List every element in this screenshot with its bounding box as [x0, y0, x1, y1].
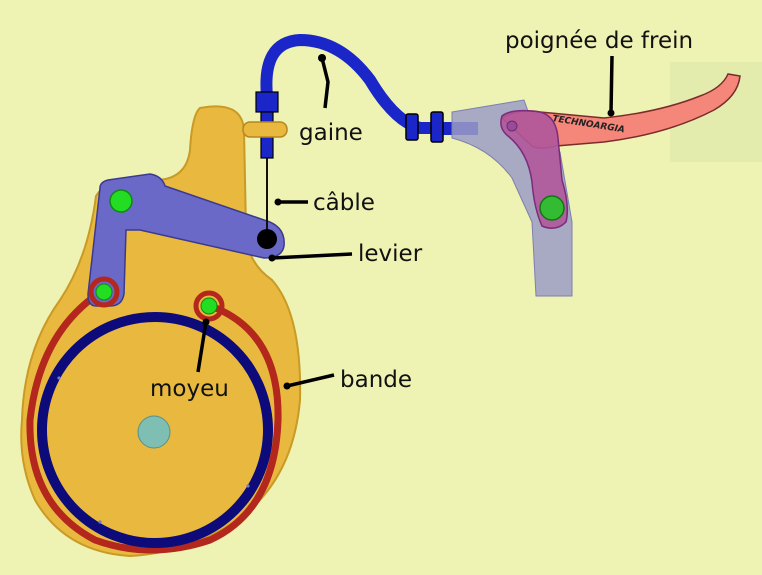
- handle-pivot: [539, 195, 565, 221]
- sheath: [260, 33, 446, 134]
- brake-lever: [500, 73, 741, 149]
- label-cable: câble: [313, 190, 375, 216]
- lever-pivot: [109, 189, 133, 213]
- band-anchor-left: [88, 276, 120, 308]
- cable-guide: [242, 121, 288, 138]
- brake-band: [26, 287, 282, 554]
- cable-end-nipple: [257, 229, 277, 249]
- label-hub: moyeu: [150, 376, 229, 402]
- label-band: bande: [340, 367, 412, 393]
- drum-ring: [37, 312, 273, 548]
- hub-center: [137, 415, 171, 449]
- label-brake-lever: poignée de frein: [505, 28, 693, 54]
- label-lever: levier: [358, 241, 423, 267]
- label-sheath: gaine: [299, 120, 363, 146]
- band-anchor-right: [193, 290, 225, 322]
